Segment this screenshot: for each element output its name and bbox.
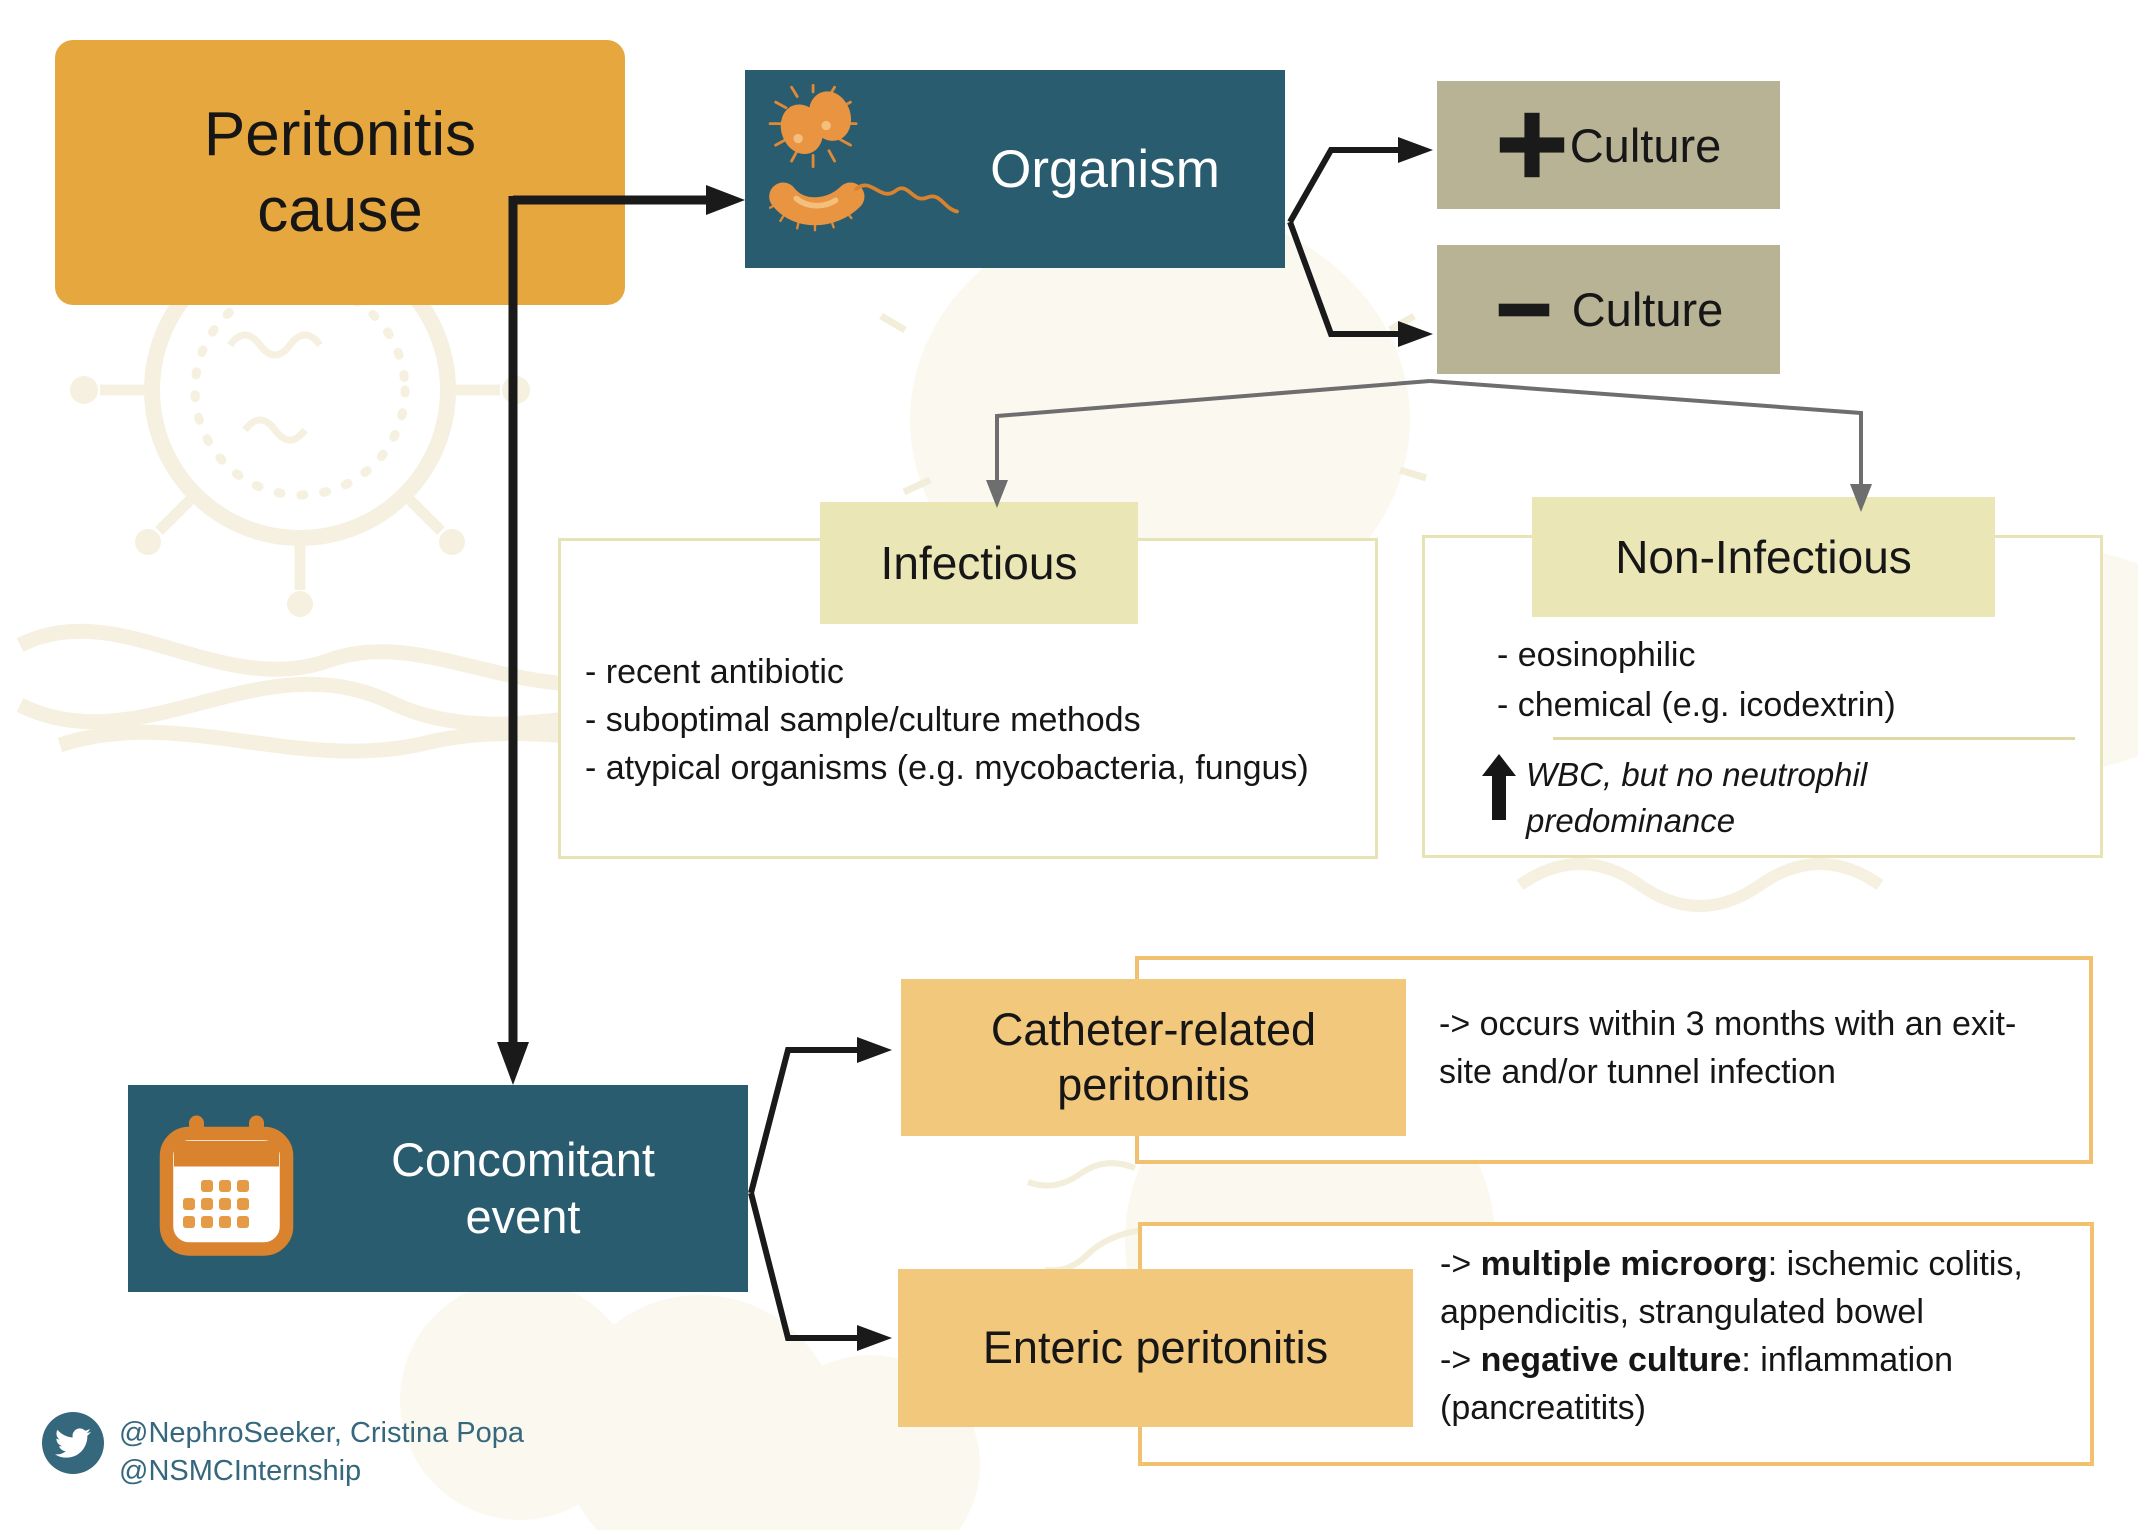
attribution-line2: @NSMCInternship <box>119 1455 362 1487</box>
culture-negative-label: Culture <box>1571 283 1724 336</box>
paragraph: -> occurs within 3 months with an exit-s… <box>1439 1005 2017 1091</box>
list-item: - recent antibiotic <box>585 653 844 691</box>
peritonitis-cause-box: Peritonitis cause <box>55 40 625 305</box>
attribution: @NephroSeeker, Cristina Popa @NSMCIntern… <box>42 1412 524 1490</box>
twitter-icon <box>42 1412 104 1474</box>
wbc-note: WBC, but no neutrophil predominance <box>1482 752 1962 844</box>
bacteria-icon <box>768 84 959 232</box>
organism-box: Organism <box>745 70 1285 268</box>
organism-label: Organism <box>990 139 1220 199</box>
paragraph: -> multiple microorg: ischemic colitis, … <box>1440 1245 2023 1331</box>
non-infectious-list: - eosinophilic - chemical (e.g. icodextri… <box>1497 630 2077 730</box>
attribution-line1: @NephroSeeker, Cristina Popa <box>119 1417 525 1449</box>
wbc-note-text: WBC, but no neutrophil predominance <box>1526 756 1868 839</box>
peritonitis-cause-title: Peritonitis cause <box>203 99 477 245</box>
enteric-peritonitis-box: Enteric peritonitis <box>898 1269 1413 1427</box>
non-infectious-label: Non-Infectious <box>1532 497 1995 617</box>
concomitant-event-text: Concomitant event <box>391 1133 655 1243</box>
list-item: - suboptimal sample/culture methods <box>585 701 1141 739</box>
list-item: - atypical organisms (e.g. mycobacteria,… <box>585 749 1309 787</box>
catheter-peritonitis-title: Catheter-related peritonitis <box>990 1003 1317 1110</box>
plus-icon <box>1499 112 1564 178</box>
catheter-desc-text: -> occurs within 3 months with an exit-s… <box>1439 1000 2049 1096</box>
concomitant-event-label: Concomitant event <box>308 1085 738 1292</box>
concomitant-event-box: Concomitant event <box>128 1085 748 1292</box>
infectious-label: Infectious <box>820 502 1138 624</box>
paragraph: -> negative culture: inflammation (pancr… <box>1440 1341 1954 1427</box>
enteric-peritonitis-title: Enteric peritonitis <box>982 1321 1329 1373</box>
list-item: - eosinophilic <box>1497 636 1696 674</box>
enteric-desc-text: -> multiple microorg: ischemic colitis, … <box>1440 1240 2065 1432</box>
culture-positive-box: Culture <box>1437 81 1780 209</box>
list-item: - chemical (e.g. icodextrin) <box>1497 686 1896 724</box>
minus-icon <box>1498 303 1549 316</box>
divider-line <box>1553 737 2075 740</box>
culture-positive-label: Culture <box>1569 118 1722 172</box>
catheter-peritonitis-box: Catheter-related peritonitis <box>901 979 1406 1136</box>
calendar-icon <box>159 1115 294 1256</box>
culture-negative-box: Culture <box>1437 245 1780 374</box>
attribution-text: @NephroSeeker, Cristina Popa @NSMCIntern… <box>119 1412 524 1490</box>
infectious-list: - recent antibiotic - suboptimal sample/c… <box>585 648 1355 792</box>
up-arrow-icon <box>1482 754 1516 820</box>
